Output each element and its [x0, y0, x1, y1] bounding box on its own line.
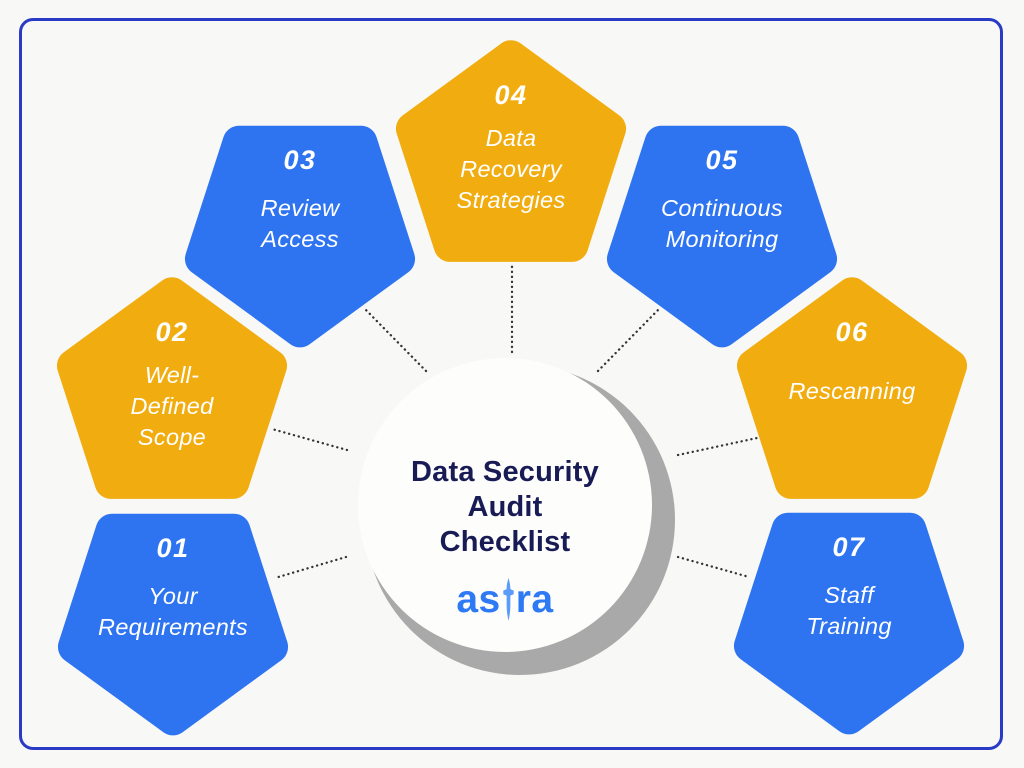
step-02-pentagon: 02 Well- Defined Scope: [54, 275, 290, 499]
step-label: Rescanning: [788, 378, 916, 404]
frame-border: [19, 18, 1003, 750]
step-label: Data Recovery Strategies: [456, 125, 566, 213]
step-number: 04: [494, 80, 528, 110]
step-01-pentagon: 01 Your Requirements: [55, 507, 291, 736]
step-label: Well- Defined Scope: [130, 362, 214, 450]
pentagon-shape: [733, 512, 965, 735]
pentagon-shape: [184, 125, 416, 348]
center-circle: [358, 358, 652, 652]
connector-line-03: [361, 305, 428, 373]
step-number: 07: [832, 532, 866, 562]
pentagon-shape: [736, 277, 968, 499]
logo-text-before: as: [456, 577, 501, 621]
step-number: 05: [705, 145, 739, 175]
step-04-pentagon: 04 Data Recovery Strategies: [393, 38, 629, 262]
connector-line-05: [596, 305, 663, 373]
step-label: Your Requirements: [98, 583, 248, 640]
step-06-pentagon: 06 Rescanning: [734, 275, 970, 499]
title-line-2: Audit: [467, 491, 543, 523]
step-label: Continuous Monitoring: [661, 195, 783, 252]
step-07-pentagon: 07 Staff Training: [731, 506, 967, 735]
title-line-1: Data Security: [411, 456, 599, 488]
astra-logo: as ra: [456, 576, 553, 623]
step-number: 02: [155, 317, 189, 347]
connector-line-02: [270, 427, 349, 452]
page-title: Data Security Audit Checklist: [411, 455, 599, 560]
center-content: Data Security Audit Checklist as ra: [358, 358, 652, 652]
pentagon-shape: [57, 513, 289, 736]
title-line-3: Checklist: [439, 526, 571, 558]
step-number: 01: [156, 533, 190, 563]
logo-text-after: ra: [515, 577, 554, 621]
step-number: 06: [835, 317, 869, 347]
step-03-pentagon: 03 Review Access: [182, 119, 418, 348]
pentagon-shape: [606, 125, 838, 348]
step-number: 03: [283, 145, 317, 175]
step-label: Review Access: [260, 195, 340, 252]
pentagon-shape: [395, 40, 627, 262]
step-label: Staff Training: [806, 582, 892, 639]
pentagon-shape: [56, 277, 288, 499]
connector-line-06: [676, 436, 759, 457]
step-05-pentagon: 05 Continuous Monitoring: [604, 119, 840, 348]
logo-t-glyph: [503, 578, 514, 621]
